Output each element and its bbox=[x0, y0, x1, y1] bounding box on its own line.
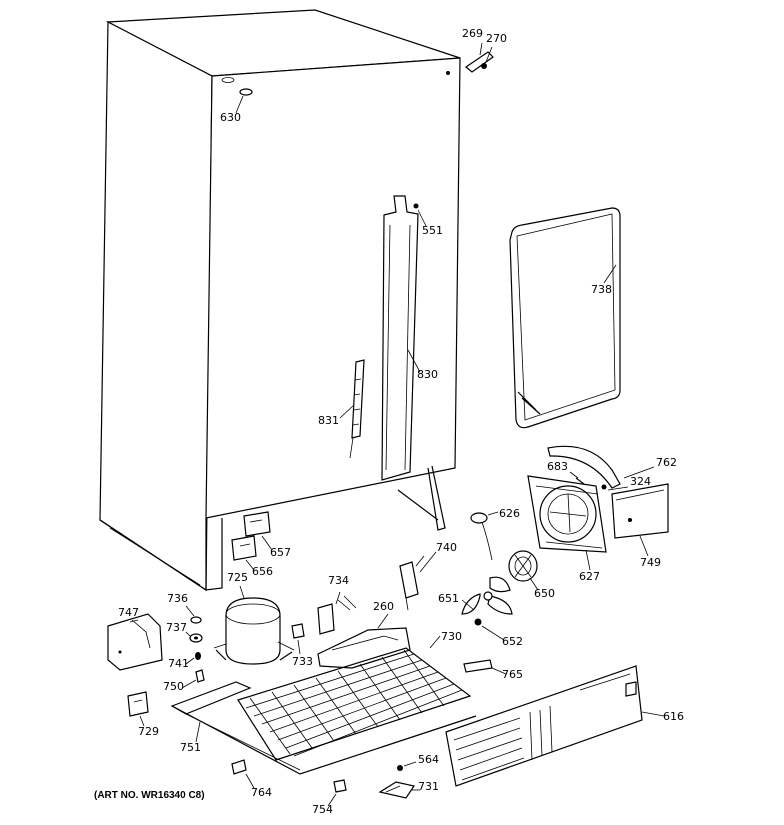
part-747-terminal-cover bbox=[107, 613, 163, 671]
part-269-hinge bbox=[465, 42, 494, 73]
callout-738: 738 bbox=[591, 283, 612, 296]
part-751-base-pan bbox=[170, 681, 477, 775]
part-626-wire bbox=[470, 511, 499, 561]
callout-762: 762 bbox=[656, 456, 677, 469]
part-764-clip bbox=[231, 759, 255, 789]
part-657-relay bbox=[243, 511, 273, 551]
callout-730: 730 bbox=[441, 630, 462, 643]
callout-830: 830 bbox=[417, 368, 438, 381]
part-762-tube bbox=[547, 445, 655, 489]
callout-734: 734 bbox=[328, 574, 349, 587]
part-627-fan-bracket bbox=[527, 475, 607, 571]
part-651-fan-blade bbox=[461, 576, 513, 615]
part-551-screw bbox=[413, 203, 427, 227]
part-830-channel bbox=[381, 195, 421, 481]
callout-652: 652 bbox=[502, 635, 523, 648]
part-656-overload bbox=[231, 535, 257, 571]
callout-324: 324 bbox=[630, 475, 651, 488]
part-736-grommet bbox=[185, 605, 202, 624]
callout-751: 751 bbox=[180, 741, 201, 754]
callout-651: 651 bbox=[438, 592, 459, 605]
part-725-compressor bbox=[213, 585, 295, 665]
part-737-grommet bbox=[185, 631, 203, 643]
callout-616: 616 bbox=[663, 710, 684, 723]
part-754-pad bbox=[327, 779, 347, 807]
callout-733: 733 bbox=[292, 655, 313, 668]
callout-747: 747 bbox=[118, 606, 139, 619]
callout-765: 765 bbox=[502, 668, 523, 681]
callout-627: 627 bbox=[579, 570, 600, 583]
callout-657: 657 bbox=[270, 546, 291, 559]
callout-741: 741 bbox=[168, 657, 189, 670]
callout-551: 551 bbox=[422, 224, 443, 237]
part-729-bracket bbox=[127, 691, 149, 727]
part-616-grille bbox=[445, 665, 665, 787]
part-749-cover bbox=[601, 483, 669, 557]
callout-269: 269 bbox=[462, 27, 483, 40]
part-564-screw bbox=[397, 761, 417, 771]
callout-630: 630 bbox=[220, 111, 241, 124]
callout-564: 564 bbox=[418, 753, 439, 766]
callout-750: 750 bbox=[163, 680, 184, 693]
callout-626: 626 bbox=[499, 507, 520, 520]
part-731-bracket bbox=[378, 781, 420, 799]
callout-650: 650 bbox=[534, 587, 555, 600]
callout-736: 736 bbox=[167, 592, 188, 605]
part-683-screw bbox=[569, 471, 585, 485]
callout-737: 737 bbox=[166, 621, 187, 634]
part-750-clip bbox=[181, 669, 205, 689]
callout-740: 740 bbox=[436, 541, 457, 554]
part-765-clip bbox=[463, 659, 507, 675]
part-734-mounting bbox=[317, 591, 357, 635]
part-650-fan-motor bbox=[508, 550, 539, 591]
part-260-tubing bbox=[317, 613, 411, 669]
part-741-sleeve bbox=[185, 652, 201, 665]
callout-749: 749 bbox=[640, 556, 661, 569]
part-630-plug bbox=[235, 88, 253, 114]
part-733-clip bbox=[291, 623, 305, 655]
callout-656: 656 bbox=[252, 565, 273, 578]
callout-831: 831 bbox=[318, 414, 339, 427]
callout-260: 260 bbox=[373, 600, 394, 613]
callout-729: 729 bbox=[138, 725, 159, 738]
part-730-condenser bbox=[237, 635, 472, 761]
part-738-gasket bbox=[509, 207, 621, 429]
part-740-drier bbox=[399, 551, 437, 611]
callout-270: 270 bbox=[486, 32, 507, 45]
callout-764: 764 bbox=[251, 786, 272, 799]
callout-731: 731 bbox=[418, 780, 439, 793]
part-831-heater-strip bbox=[339, 359, 365, 459]
callout-754: 754 bbox=[312, 803, 333, 816]
callout-683: 683 bbox=[547, 460, 568, 473]
callout-725: 725 bbox=[227, 571, 248, 584]
part-652-nut bbox=[474, 618, 505, 641]
art-number: (ART NO. WR16340 C8) bbox=[94, 790, 205, 801]
